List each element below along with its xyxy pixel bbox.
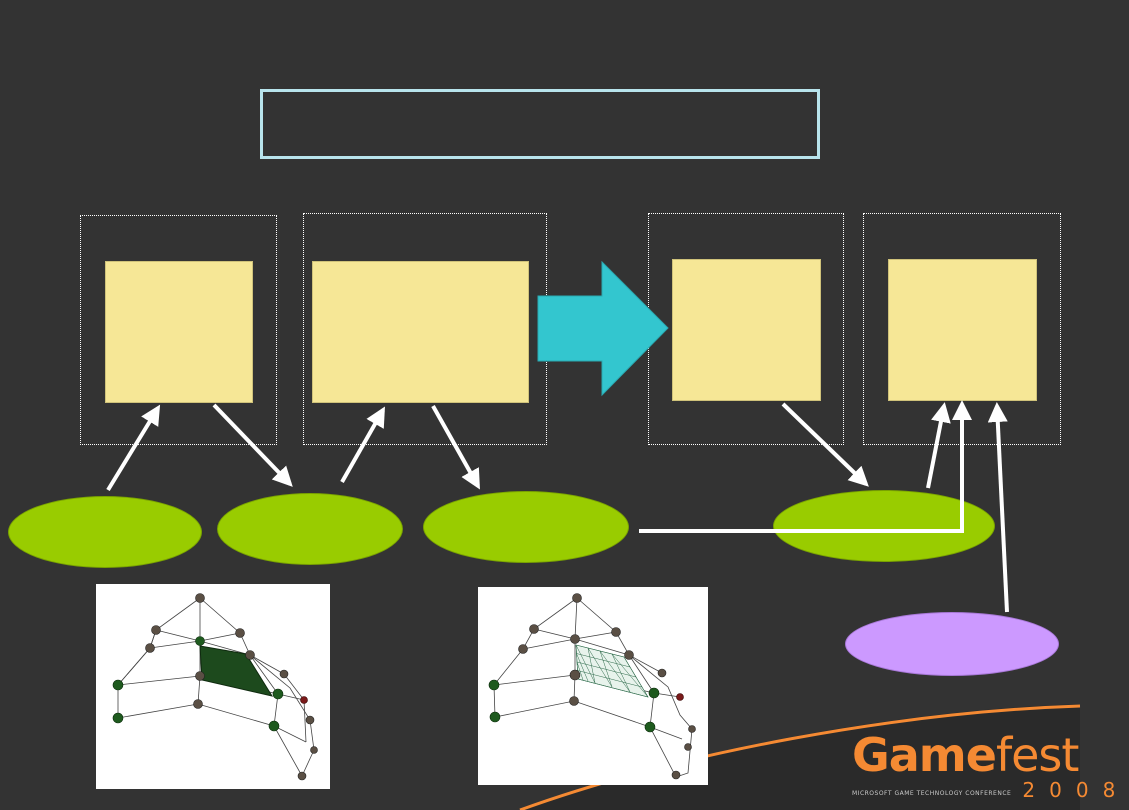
arrow-box3-to-oval4 bbox=[781, 402, 869, 487]
arrow-box1-to-oval2 bbox=[212, 403, 293, 487]
mesh-panel-solid bbox=[96, 584, 330, 789]
oval-1 bbox=[8, 496, 202, 568]
gamefest-logo: Gamefest MICROSOFT GAME TECHNOLOGY CONFE… bbox=[852, 732, 1129, 802]
oval-3 bbox=[423, 491, 629, 563]
stage-box-3 bbox=[672, 259, 821, 401]
brand-wordmark: Gamefest bbox=[852, 732, 1129, 778]
stage-box-4 bbox=[888, 259, 1037, 401]
arrow-box2-to-oval3 bbox=[431, 405, 480, 490]
arrow-oval2-to-box2 bbox=[340, 406, 385, 483]
stage-container-1 bbox=[80, 215, 277, 445]
big-arrow bbox=[537, 260, 669, 397]
connector-arrows bbox=[106, 400, 1009, 613]
oval-4 bbox=[773, 490, 995, 562]
brand-year: 2008 bbox=[1022, 778, 1129, 802]
title-box bbox=[260, 89, 820, 159]
arrow-oval4-to-box4 bbox=[926, 402, 951, 489]
oval-5 bbox=[845, 612, 1059, 676]
brand-name-bold: Game bbox=[852, 728, 997, 782]
mesh-panel-tessellated bbox=[478, 587, 708, 785]
brand-name-light: fest bbox=[995, 728, 1079, 782]
arrow-oval5-to-box4 bbox=[987, 402, 1009, 613]
arrow-oval1-to-box1 bbox=[106, 404, 161, 492]
patch-mesh-tessellated-image bbox=[488, 593, 696, 780]
brand-subtitle: MICROSOFT GAME TECHNOLOGY CONFERENCE bbox=[852, 789, 1012, 797]
patch-mesh-solid-image bbox=[112, 593, 318, 781]
arrow-oval3-to-box4 bbox=[639, 400, 972, 533]
stage-box-2 bbox=[312, 261, 529, 403]
oval-2 bbox=[217, 493, 403, 565]
stage-box-1 bbox=[105, 261, 253, 403]
